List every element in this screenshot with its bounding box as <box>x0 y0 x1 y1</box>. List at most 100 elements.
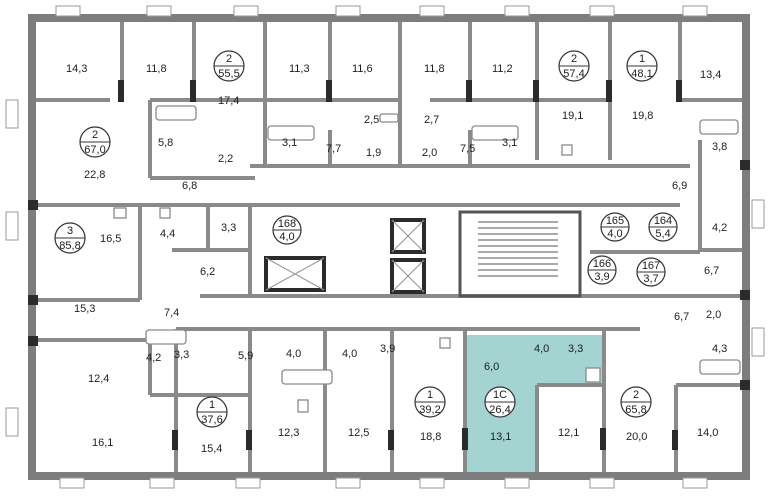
apartment-badges: 2 55,5 17,4 2 57,4 19,1 1 48,1 19,8 2 67… <box>54 50 658 455</box>
room-area: 14,3 <box>66 63 87 75</box>
apartment-badge[interactable]: 2 67,0 <box>79 126 111 158</box>
storage-area: 3,7 <box>643 273 658 285</box>
storage-area: 3,9 <box>594 271 609 283</box>
room-area: 12,4 <box>88 373 109 385</box>
room-area: 4,2 <box>712 222 727 234</box>
storage-unit-168[interactable]: 168 4,0 <box>272 215 302 245</box>
room-area: 13,1 <box>490 431 511 443</box>
room-area: 18,8 <box>420 431 441 443</box>
storage-unit-166[interactable]: 166 3,9 <box>587 255 617 285</box>
room-area: 2,7 <box>424 114 439 126</box>
windows-top <box>5 5 765 489</box>
room-area: 11,6 <box>352 63 373 75</box>
storage-area: 5,4 <box>655 228 670 240</box>
room-area: 6,0 <box>484 361 499 373</box>
room-area: 3,1 <box>282 137 297 149</box>
apartment-badge[interactable]: 1 37,6 <box>196 396 228 428</box>
room-area: 11,3 <box>289 63 310 75</box>
room-area: 6,7 <box>704 265 719 277</box>
apartment-total-area: 85,8 <box>59 240 80 252</box>
room-labels: 14,3 11,8 11,3 11,6 11,8 11,2 13,4 5,8 2… <box>66 63 727 449</box>
apartment-badge[interactable]: 1 48,1 <box>626 50 658 82</box>
room-area: 4,0 <box>342 348 357 360</box>
apartment-badge[interactable]: 3 85,8 <box>54 222 86 254</box>
room-area: 14,0 <box>697 427 718 439</box>
room-area: 2,2 <box>218 153 233 165</box>
apartment-badge-1c[interactable]: 1С 26,4 <box>484 386 516 418</box>
storage-unit-167[interactable]: 167 3,7 <box>636 257 666 287</box>
room-area: 16,5 <box>100 233 121 245</box>
room-area: 11,8 <box>424 63 445 75</box>
storage-unit-165[interactable]: 165 4,0 <box>600 212 630 242</box>
apartment-total-area: 57,4 <box>563 68 584 80</box>
wall-jambs <box>28 80 750 450</box>
apartment-total-area: 65,8 <box>625 404 646 416</box>
room-area: 7,7 <box>326 143 341 155</box>
room-area: 3,1 <box>502 137 517 149</box>
apartment-total-area: 26,4 <box>489 404 510 416</box>
room-area: 7,5 <box>460 143 475 155</box>
room-area: 19,8 <box>632 110 653 122</box>
apartment-badge[interactable]: 1 39,2 <box>414 386 446 418</box>
room-area: 12,3 <box>278 427 299 439</box>
room-area: 3,9 <box>380 343 395 355</box>
room-area: 14,3 <box>66 63 87 75</box>
room-area: 12,1 <box>558 427 579 439</box>
storage-area: 4,0 <box>607 228 622 240</box>
room-area: 4,4 <box>160 228 175 240</box>
room-area: 11,8 <box>146 63 167 75</box>
apartment-rooms: 2 <box>633 389 639 401</box>
apartment-total-area: 37,6 <box>201 414 222 426</box>
apartment-total-area: 39,2 <box>419 404 440 416</box>
room-area: 5,8 <box>158 137 173 149</box>
storage-area: 4,0 <box>279 231 294 243</box>
room-area: 4,0 <box>286 348 301 360</box>
apartment-rooms: 3 <box>67 225 73 237</box>
room-area: 6,2 <box>200 266 215 278</box>
room-area: 15,4 <box>201 443 222 455</box>
room-area: 20,0 <box>626 431 647 443</box>
apartment-rooms: 2 <box>92 129 98 141</box>
room-area: 6,7 <box>674 311 689 323</box>
room-area: 3,3 <box>568 343 583 355</box>
storage-number: 164 <box>654 215 672 227</box>
apartment-rooms: 1 <box>639 53 645 65</box>
storage-number: 168 <box>278 218 296 230</box>
apartment-rooms: 2 <box>226 53 232 65</box>
staircase <box>458 210 582 298</box>
room-area: 3,3 <box>221 222 236 234</box>
room-area: 6,9 <box>672 180 687 192</box>
room-area: 7,4 <box>164 307 179 319</box>
room-area: 19,1 <box>562 110 583 122</box>
room-area: 2,5 <box>364 114 379 126</box>
apartment-badge[interactable]: 2 65,8 <box>620 386 652 418</box>
apartment-badge[interactable]: 2 57,4 <box>558 50 590 82</box>
room-area: 5,9 <box>238 350 253 362</box>
room-area: 6,8 <box>182 180 197 192</box>
room-area: 1,9 <box>366 147 381 159</box>
apartment-rooms: 1 <box>427 389 433 401</box>
room-area: 17,4 <box>218 95 239 107</box>
apartment-rooms: 2 <box>571 53 577 65</box>
storage-number: 166 <box>593 258 611 270</box>
room-area: 2,0 <box>422 147 437 159</box>
storage-number: 165 <box>606 215 624 227</box>
room-area: 4,3 <box>712 343 727 355</box>
interior-walls <box>36 22 742 472</box>
storage-number: 167 <box>642 260 660 272</box>
apartment-badge[interactable]: 2 55,5 <box>213 50 245 82</box>
outer-walls <box>28 14 750 480</box>
room-area: 2,0 <box>706 309 721 321</box>
room-area: 15,3 <box>74 303 95 315</box>
apartment-rooms: 1С <box>493 389 507 401</box>
storage-unit-164[interactable]: 164 5,4 <box>648 212 678 242</box>
room-area: 12,5 <box>348 427 369 439</box>
storage-units: 168 4,0 165 4,0 164 5,4 166 3,9 167 3,7 <box>272 212 678 287</box>
room-area: 16,1 <box>92 437 113 449</box>
apartment-rooms: 1 <box>209 399 215 411</box>
room-area: 22,8 <box>84 169 105 181</box>
room-area: 11,2 <box>492 63 513 75</box>
apartment-total-area: 55,5 <box>218 68 239 80</box>
elevators <box>264 218 426 294</box>
